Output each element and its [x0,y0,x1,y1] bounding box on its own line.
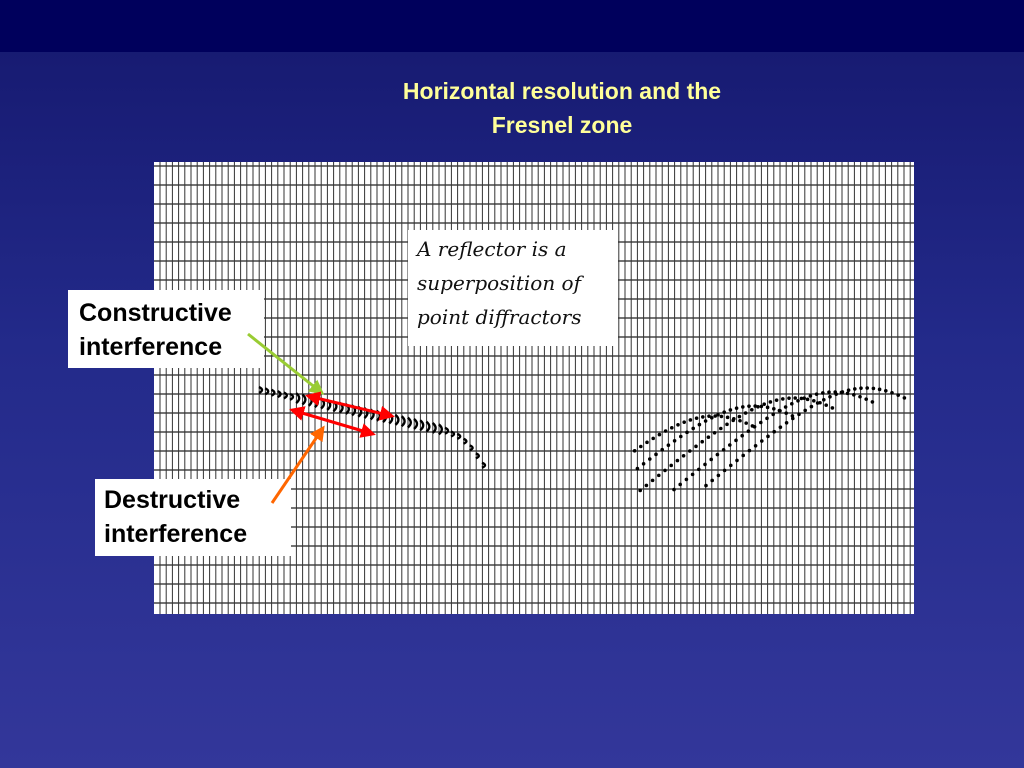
note-line-2: superposition of [417,271,582,295]
constructive-interference-label: Constructive interference [68,290,264,368]
note-line-1: A reflector is a [417,237,567,261]
destructive-line-2: interference [104,520,248,548]
top-band [0,0,1024,52]
note-box: A reflector is a superposition of point … [408,230,618,346]
title-line-2: Fresnel zone [491,112,633,138]
note-line-3: point diffractors [417,305,582,329]
seismic-events [258,385,907,493]
destructive-line-1: Destructive [104,486,241,514]
destructive-interference-label: Destructive interference [95,479,291,556]
constructive-line-1: Constructive [79,299,232,327]
slide-title: Horizontal resolution and the Fresnel zo… [312,74,812,142]
constructive-line-2: interference [79,333,223,361]
title-line-1: Horizontal resolution and the [402,78,722,104]
